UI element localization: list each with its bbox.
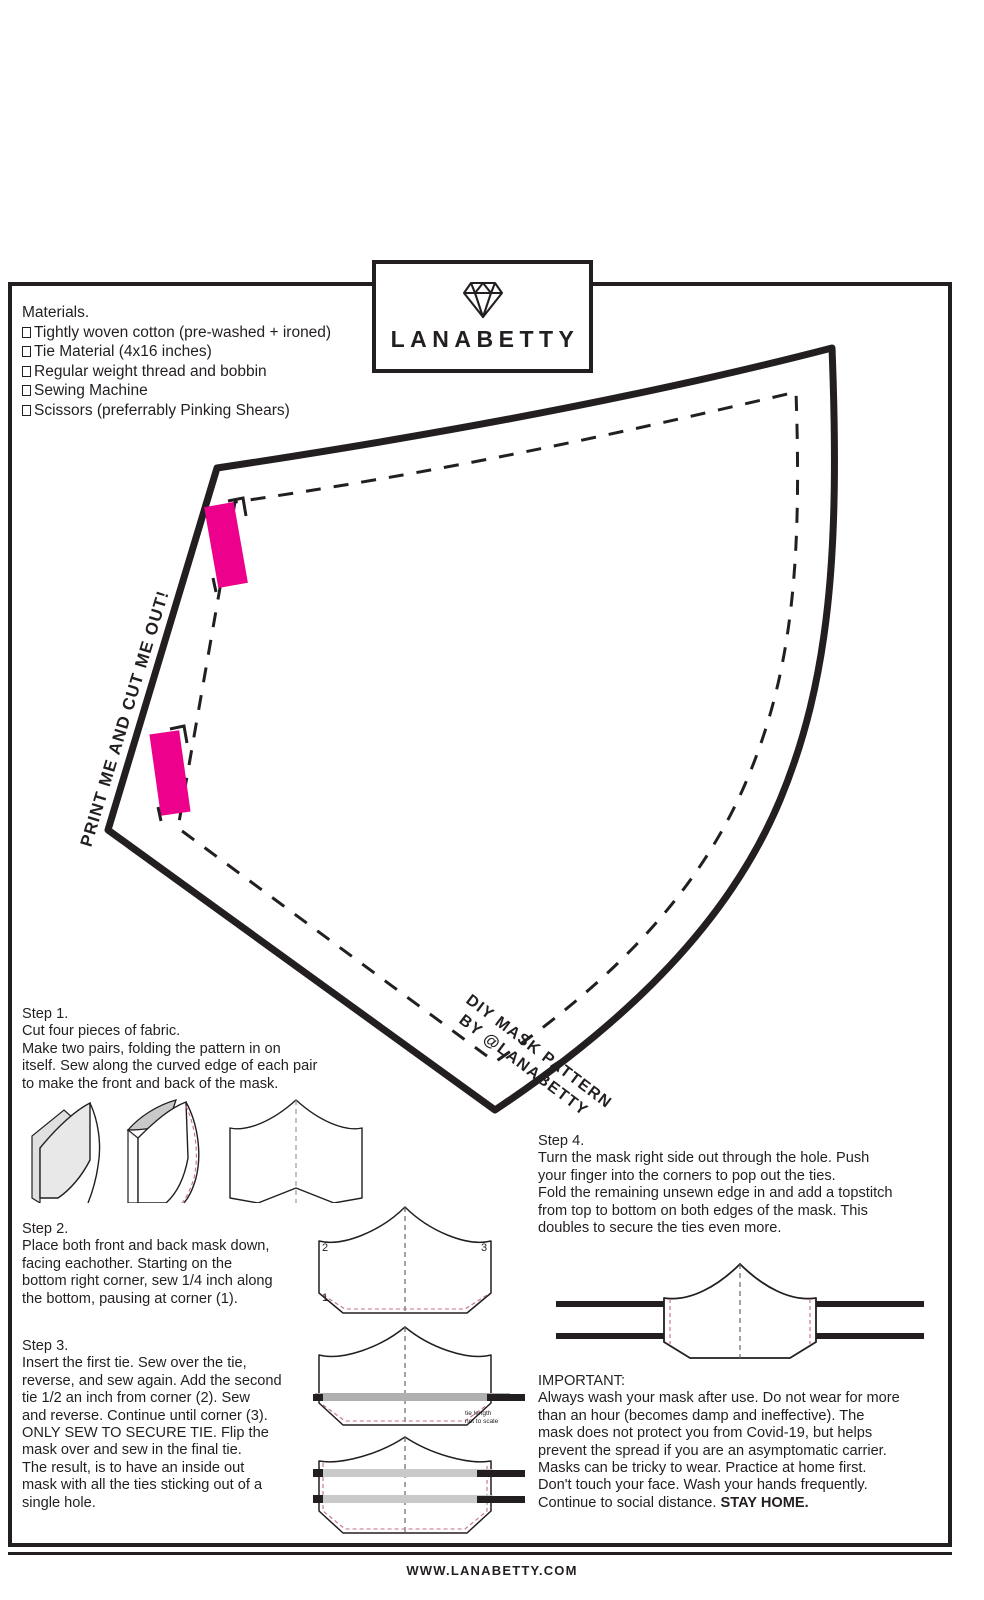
step-3-instructions: Step 3. Insert the first tie. Sew over t… [22,1338,322,1512]
mask-pattern-drawing: PRINT ME AND CUT ME OUT! DIY MASK PATTER… [77,344,838,1120]
brand-logo: LANABETTY [372,260,593,373]
step-4-instructions: Step 4. Turn the mask right side out thr… [538,1133,938,1237]
step-1-diagram [31,1099,363,1203]
tie-marker-upper [204,496,248,593]
checkbox-icon [22,365,31,377]
list-item: Sewing Machine [22,381,331,401]
important-title: IMPORTANT: [538,1373,626,1389]
step-3-diagram-all-ties [313,1436,525,1534]
step-1-body: Cut four pieces of fabric. Make two pair… [22,1023,318,1092]
corner-label-2: 2 [322,1242,328,1254]
materials-heading: Materials. [22,304,90,321]
list-item-label: Tightly woven cotton (pre-washed + irone… [34,323,332,341]
materials-items: Tightly woven cotton (pre-washed + irone… [22,323,331,421]
step-3-body: Insert the first tie. Sew over the tie, … [22,1355,282,1511]
materials-list: Materials. Tightly woven cotton (pre-was… [22,303,331,420]
sew-line [176,390,800,1064]
list-item: Regular weight thread and bobbin [22,362,331,382]
checkbox-icon [22,326,31,338]
important-body: Always wash your mask after use. Do not … [538,1390,900,1511]
step-1-instructions: Step 1. Cut four pieces of fabric. Make … [22,1006,352,1093]
corner-label-1: 1 [322,1292,328,1304]
step-2-title: Step 2. [22,1221,69,1237]
list-item-label: Regular weight thread and bobbin [34,362,267,380]
footer-url: WWW.LANABETTY.COM [406,1563,578,1578]
list-item: Tie Material (4x16 inches) [22,342,331,362]
checkbox-icon [22,404,31,416]
tie-marker-lower [149,724,191,822]
brand-wordmark: LANABETTY [390,326,580,352]
list-item-label: Tie Material (4x16 inches) [34,343,212,360]
step-3-diagram-first-tie: tie length not to scale [313,1326,525,1426]
step-4-body: Turn the mask right side out through the… [538,1150,893,1237]
step-3-title: Step 3. [22,1338,69,1354]
corner-label-3: 3 [481,1242,487,1254]
footer-divider [8,1552,952,1555]
step-2-diagram: 2 3 1 [318,1206,492,1314]
diagram-piece-a [31,1101,101,1203]
cut-line [104,344,838,1114]
diagram-piece-b [126,1099,200,1203]
important-notice: IMPORTANT: Always wash your mask after u… [538,1373,943,1512]
important-emphasis: STAY HOME. [720,1494,809,1511]
list-item: Tightly woven cotton (pre-washed + irone… [22,323,331,343]
step-1-title: Step 1. [22,1006,69,1022]
checkbox-icon [22,346,31,357]
diamond-icon [462,281,503,319]
step-4-title: Step 4. [538,1133,585,1149]
list-item-label: Scissors (preferrably Pinking Shears) [34,401,290,419]
tie-scale-note-line2: not to scale [465,1418,499,1425]
step-2-instructions: Step 2. Place both front and back mask d… [22,1221,322,1308]
step-2-body: Place both front and back mask down, fac… [22,1238,273,1307]
list-item-label: Sewing Machine [34,382,148,399]
diagram-piece-c [229,1099,363,1203]
tie-scale-note-line1: tie length [465,1410,492,1417]
checkbox-icon [22,385,31,396]
step-4-diagram [556,1263,924,1359]
list-item: Scissors (preferrably Pinking Shears) [22,401,331,421]
